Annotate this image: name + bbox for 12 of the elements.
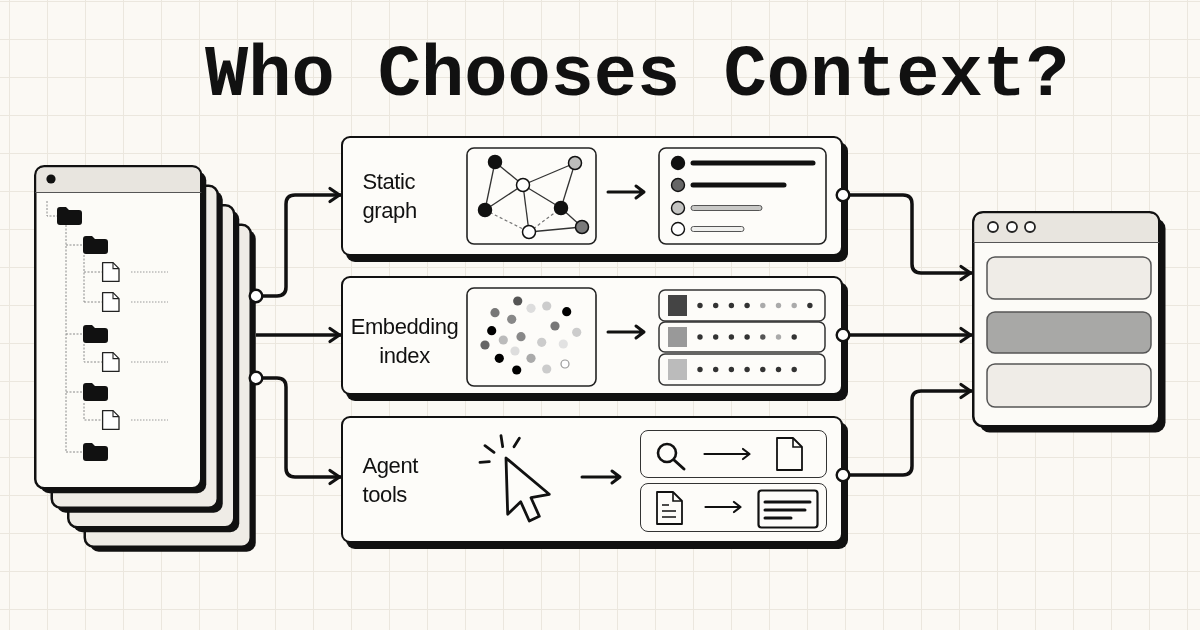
connector-arrow (835, 187, 973, 282)
box-label: Embedding index (349, 312, 460, 370)
connector-arrow (248, 186, 342, 304)
file-browser-window-stack (34, 165, 256, 553)
app-window-illustration (972, 211, 1168, 435)
box-label: Agent tools (362, 451, 420, 509)
connector-arrow (835, 382, 973, 483)
connector-arrow (835, 326, 973, 344)
title: Who Chooses Context? (205, 40, 1070, 112)
connector-arrow (256, 326, 342, 344)
box-label: Static graph (362, 167, 418, 225)
connector-arrow (248, 370, 342, 486)
